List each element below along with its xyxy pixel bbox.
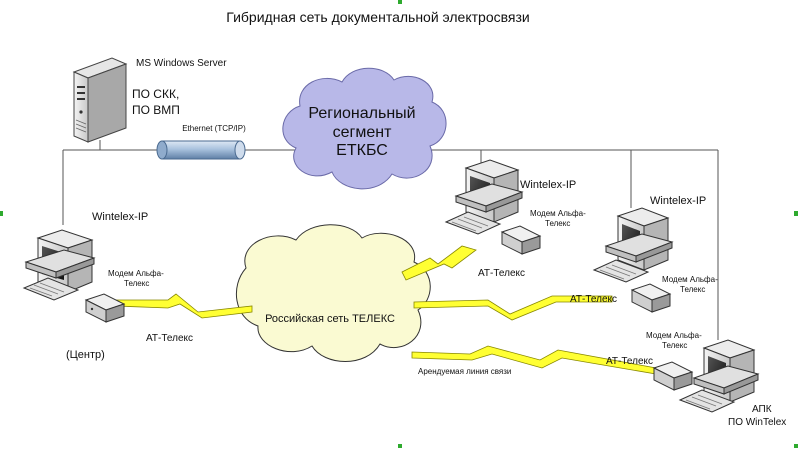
leased-line-label: Арендуемая линия связи [418,367,511,376]
center-modem-line1: Модем Альфа- [108,269,164,278]
regional-segment-cloud: Региональный сегмент ЕТКБС [282,67,447,190]
apk-modem-line1: Модем Альфа- [646,331,702,340]
right-modem-line1: Модем Альфа- [662,275,718,284]
cloud-icon [235,224,431,362]
keyboard-icon [592,259,650,283]
keyboard-icon [678,389,736,413]
lightning-icon [115,293,253,319]
lightning-icon [413,295,613,321]
server-software-2: ПО ВМП [132,103,180,117]
computer-icon [692,339,760,403]
modem-icon [652,361,694,391]
right-station-name: Wintelex-IP [650,195,706,207]
station-apk [652,339,760,413]
regional-cloud-line2: сегмент [333,124,392,141]
ethernet-pipe-icon [156,140,246,160]
ethernet-label: Ethernet (TCP/IP) [182,124,246,133]
computer-icon [454,159,524,223]
cloud-icon [282,67,447,190]
middle-station-name: Wintelex-IP [520,179,576,191]
apk-caption-line1: АПК [752,404,772,415]
server-software-1: ПО СКК, [132,87,179,101]
center-link-label: АТ-Телекс [146,333,193,344]
lightning-icon [401,245,477,281]
apk-modem-line2: Телекс [662,341,687,350]
server-name: MS Windows Server [136,58,227,69]
computer-icon [604,207,674,271]
middle-link-label: АТ-Телекс [478,268,525,279]
center-caption: (Центр) [66,349,105,361]
diagram-title: Гибридная сеть документальной электросвя… [226,9,529,25]
middle-modem-line2: Телекс [545,219,570,228]
station-right [592,207,674,313]
telex-network-cloud: Российская сеть ТЕЛЕКС [235,224,431,362]
middle-modem-line1: Модем Альфа- [530,209,586,218]
regional-cloud-line3: ЕТКБС [336,142,388,159]
center-station-name: Wintelex-IP [92,211,148,223]
telex-cloud-label: Российская сеть ТЕЛЕКС [265,313,395,325]
modem-icon [84,293,126,323]
lightning-links [115,245,657,375]
right-link-label: АТ-Телекс [570,294,617,305]
modem-icon [500,225,542,255]
modem-icon [630,283,672,313]
regional-cloud-line1: Региональный [308,105,415,122]
center-modem-line2: Телекс [124,279,149,288]
server-tower-icon [72,57,128,143]
apk-caption-line2: ПО WinTelex [728,417,786,428]
station-middle [444,159,542,255]
apk-link-label: АТ-Телекс [606,356,653,367]
right-modem-line2: Телекс [680,285,705,294]
keyboard-icon [444,211,502,235]
station-center [22,229,126,323]
keyboard-icon [22,277,80,301]
